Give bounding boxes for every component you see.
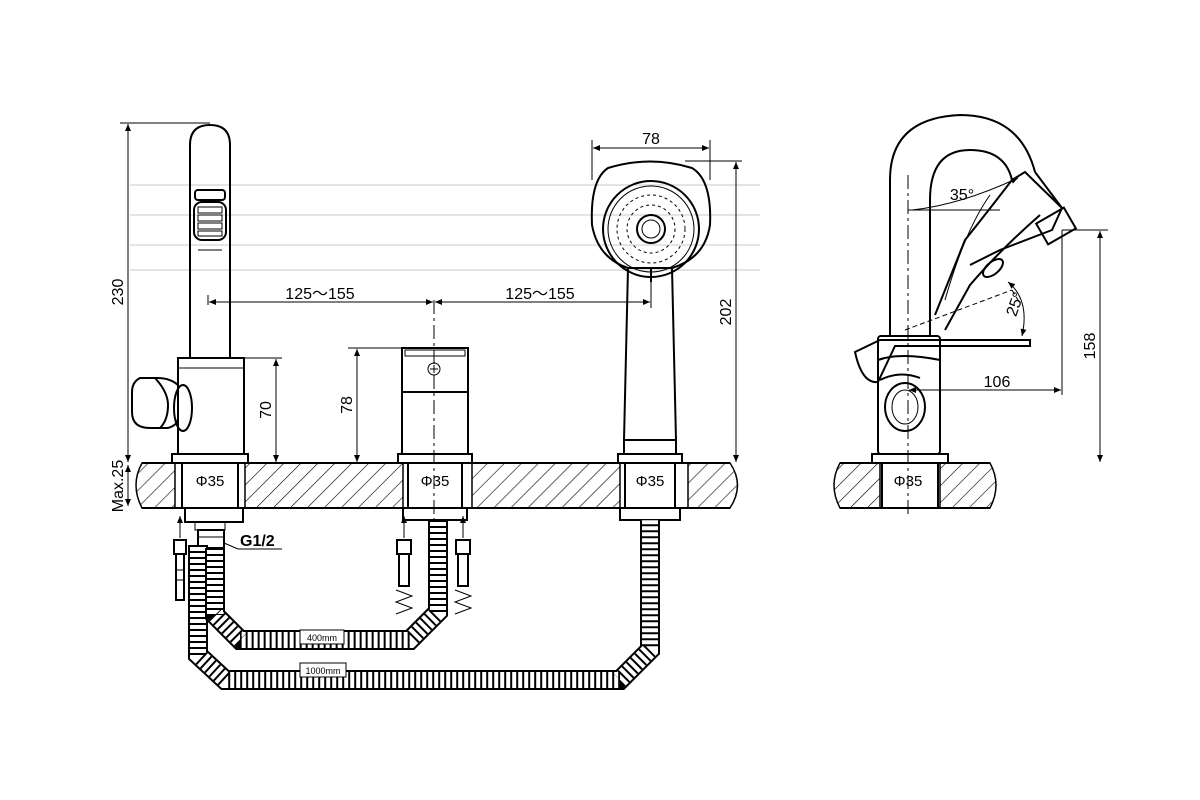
shower-head-nozzles-icon <box>602 180 700 278</box>
hand-shower-assembly <box>590 160 712 521</box>
thread-size-label: G1/2 <box>240 533 275 550</box>
dimension-labels: 230 Max.25 70 78 125～155 125～155 78 202 … <box>110 131 1099 512</box>
connection-hoses: 400mm 1000mm <box>188 520 660 690</box>
supply-hose-hot <box>453 539 473 615</box>
reach-label: 106 <box>984 374 1011 391</box>
max-deck-thickness-label: Max.25 <box>110 460 127 513</box>
side-view-cartridge-icon <box>884 382 926 432</box>
hose-short-length-label: 400mm <box>307 633 337 643</box>
mixer-assembly <box>397 300 473 540</box>
deck-plate-side <box>833 462 997 509</box>
spacing-left-label: 125～155 <box>285 286 354 303</box>
total-height-label: 230 <box>110 279 127 306</box>
hole-diameter-shower-label: Φ35 <box>636 473 665 490</box>
diverter-knob-icon <box>131 377 193 432</box>
side-view-assembly <box>853 113 1078 515</box>
dimension-lines <box>120 122 1108 506</box>
spout-assembly <box>131 123 249 549</box>
aerator-icon <box>193 201 227 241</box>
spout-height-label: 158 <box>1082 333 1099 360</box>
hole-diameter-spout-label: Φ35 <box>196 473 225 490</box>
shower-head-width-label: 78 <box>642 131 660 148</box>
thread-callout: G1/2 <box>223 533 282 550</box>
spout-angle-label: 35° <box>950 187 974 204</box>
spout-body-height-label: 70 <box>258 401 275 419</box>
mixer-height-label: 78 <box>339 396 356 414</box>
shower-height-label: 202 <box>718 299 735 326</box>
supply-hose-connectors <box>173 516 473 615</box>
hole-diameter-side-label: Φ35 <box>894 473 923 490</box>
hole-diameter-mixer-label: Φ35 <box>421 473 450 490</box>
supply-hose-cold <box>394 539 414 615</box>
deck-plate-main <box>135 462 739 509</box>
hose-long-length-label: 1000mm <box>305 666 340 676</box>
supply-hose-left <box>173 539 187 601</box>
spacing-right-label: 125～155 <box>505 286 574 303</box>
